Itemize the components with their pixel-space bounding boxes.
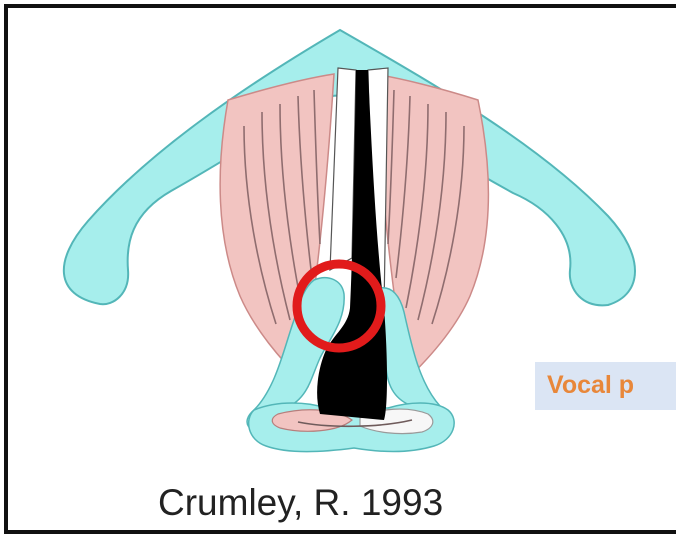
callout-label: Vocal p xyxy=(547,371,634,399)
figure-frame: Crumley, R. 1993 Vocal p xyxy=(4,4,676,534)
left-vocal-fold xyxy=(330,68,356,270)
figure-credit: Crumley, R. 1993 xyxy=(158,482,443,524)
vocal-process-callout: Vocal p xyxy=(535,362,676,410)
larynx-diagram xyxy=(8,8,676,534)
